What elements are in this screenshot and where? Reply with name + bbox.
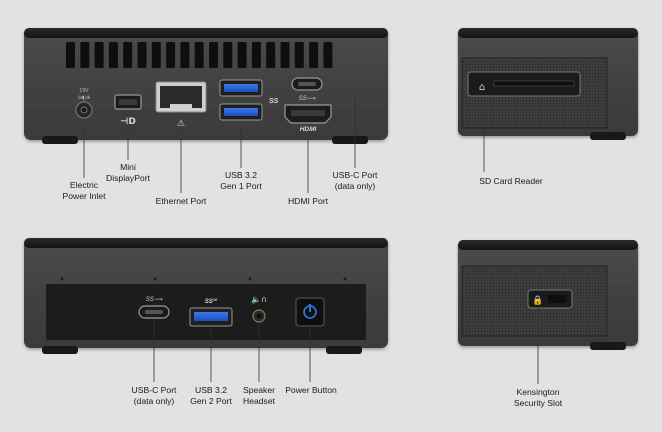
usb-c-port-front [138, 305, 170, 319]
kensington-slot [527, 289, 573, 309]
hdmi-port-icon [284, 104, 332, 124]
vent-slot [123, 42, 133, 68]
label-usbc-rear: USB-C Port (data only) [332, 170, 378, 191]
label-usb-gen1: USB 3.2 Gen 1 Port [220, 170, 262, 191]
vent-slot [151, 42, 161, 68]
side-feet-top [590, 132, 626, 140]
power-button [295, 297, 325, 327]
ethernet-port-icon [155, 81, 207, 113]
label-kensington: Kensington Security Slot [513, 387, 563, 408]
vent-slot [108, 42, 118, 68]
usb-gen1-port-lower [219, 103, 263, 121]
vent-slot [294, 42, 304, 68]
headset-icon: 🔈∩ [251, 295, 267, 304]
vent-slot [94, 42, 104, 68]
lock-icon: 🔒 [532, 295, 543, 306]
usb-gen1-port-upper [219, 79, 263, 97]
label-power-inlet: Electric Power Inlet [62, 180, 106, 201]
label-power-button: Power Button [285, 385, 337, 395]
vent-slot [180, 42, 190, 68]
power-inlet-icon [75, 101, 93, 119]
hdmi-logo-text: HDMI [300, 126, 317, 133]
label-ethernet: Ethernet Port [155, 196, 207, 206]
label-mini-displayport: Mini DisplayPort [106, 162, 150, 183]
vent-slot [323, 42, 333, 68]
power-rating-text: 19V [80, 88, 90, 94]
network-logo-icon: ⚠ [177, 119, 185, 129]
front-view-device [24, 238, 388, 348]
vent-slot [280, 42, 290, 68]
vent-slot [137, 42, 147, 68]
rear-leader-lines [83, 95, 356, 193]
label-usbc-front: USB-C Port (data only) [131, 385, 177, 406]
front-feet [42, 346, 362, 354]
sd-card-slot [467, 71, 581, 97]
front-screws [60, 277, 347, 281]
usb-ss-logo: SS [269, 98, 279, 105]
usb-gen2-ss-logo: SS10 [205, 297, 218, 305]
vent-slot [223, 42, 233, 68]
front-usbc-ss-logo: SS⟶ [146, 297, 163, 303]
vent-slot [309, 42, 319, 68]
label-hdmi: HDMI Port [287, 196, 329, 206]
usb-c-port-rear [291, 77, 323, 91]
usb-gen2-port [189, 307, 233, 327]
side-feet-bottom [590, 342, 626, 350]
label-speaker-headset: Speaker Headset [242, 385, 276, 406]
vent-slot [209, 42, 218, 68]
vent-slot [80, 42, 90, 68]
displayport-logo-icon: ⊣D [120, 117, 136, 127]
vent-slot [166, 42, 176, 68]
label-usb-gen2: USB 3.2 Gen 2 Port [190, 385, 232, 406]
mini-displayport-icon [114, 94, 142, 110]
front-leader-lines [153, 320, 311, 382]
sd-card-icon: ⌂ [479, 82, 485, 93]
rear-vent-grille [66, 42, 333, 68]
vent-slot [66, 42, 75, 68]
power-polarity-icon: ⊖◐⊕ [78, 95, 91, 101]
vent-slot [237, 42, 247, 68]
label-sd-card-reader: SD Card Reader [479, 176, 543, 186]
vent-slot [266, 42, 276, 68]
vent-slot [194, 42, 204, 68]
headset-jack [252, 309, 266, 323]
vent-slot [251, 42, 261, 68]
rear-feet [42, 136, 368, 144]
usbc-ss-logo: SS⟶ [299, 96, 316, 102]
